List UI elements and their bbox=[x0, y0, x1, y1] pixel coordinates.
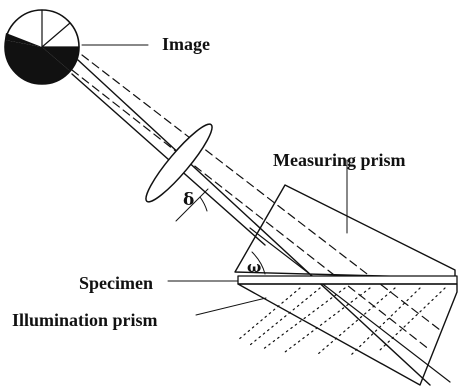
illumination-prism-label: Illumination prism bbox=[12, 310, 158, 330]
ray-solid-upper bbox=[77, 59, 431, 386]
image-label: Image bbox=[162, 34, 210, 54]
measuring-prism-label: Measuring prism bbox=[273, 150, 406, 170]
image-dark-left bbox=[5, 33, 42, 47]
crosshair-diagonal bbox=[41, 22, 71, 48]
ray-dashed-lower bbox=[71, 69, 431, 351]
illumination-rays bbox=[237, 287, 446, 357]
illumination-ray bbox=[317, 287, 396, 355]
illumination-ray bbox=[237, 287, 301, 341]
illumination-ray bbox=[249, 287, 321, 346]
omega-angle-arc bbox=[251, 251, 266, 275]
illumination-ray bbox=[349, 287, 421, 357]
image-disc bbox=[4, 9, 80, 85]
illumination-prism bbox=[237, 283, 458, 386]
image-dark-lower bbox=[5, 40, 70, 84]
delta-normal-line bbox=[175, 188, 209, 222]
illumination-ray bbox=[284, 287, 371, 353]
illumination-ray bbox=[379, 287, 446, 351]
specimen-layer bbox=[237, 275, 458, 285]
objective-lens bbox=[145, 123, 213, 203]
specimen-label: Specimen bbox=[79, 273, 153, 293]
delta-angle-arc bbox=[199, 196, 208, 212]
omega-symbol: ω bbox=[247, 258, 261, 276]
measuring-prism bbox=[234, 184, 456, 279]
image-dark-lower-right bbox=[42, 47, 79, 71]
delta-symbol: δ bbox=[183, 190, 194, 210]
ray-solid-exit bbox=[249, 227, 451, 383]
illumination-ray bbox=[261, 287, 346, 351]
illumination-leader-line bbox=[195, 297, 267, 316]
ray-dashed-upper bbox=[81, 54, 441, 331]
